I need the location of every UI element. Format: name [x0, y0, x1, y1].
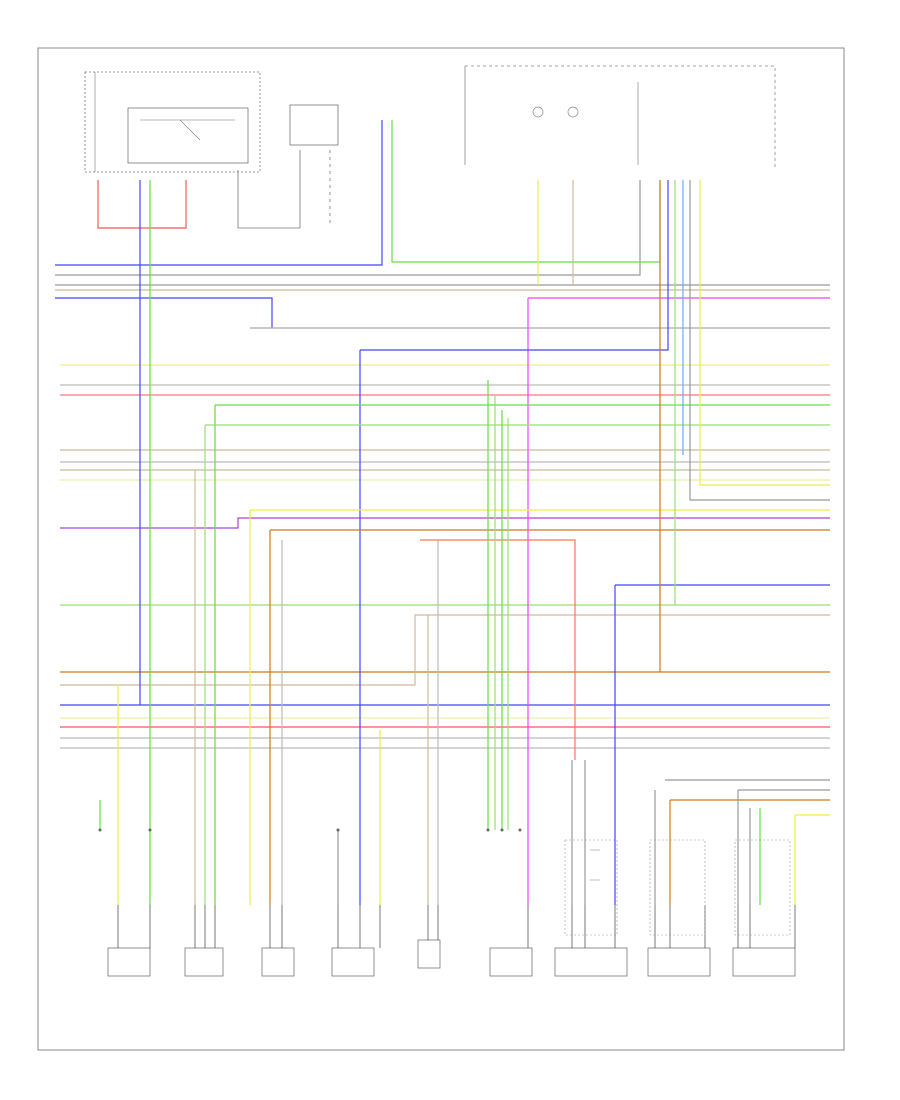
component-3: [261, 947, 295, 977]
component-1: [107, 947, 151, 977]
vertical-wires: [99, 120, 830, 905]
component-4: [331, 947, 375, 977]
component-6: [489, 947, 533, 977]
wire-red-loop: [97, 180, 187, 229]
component-9: [732, 947, 796, 977]
sensor-block-center: [237, 150, 331, 229]
component-2: [184, 947, 224, 977]
relay-block-left: [84, 71, 339, 173]
control-module-box: [464, 65, 776, 170]
component-5: [417, 939, 441, 969]
component-7: [554, 947, 628, 977]
horizontal-wires: [55, 120, 830, 749]
component-8: [647, 947, 711, 977]
diagram-frame: [37, 47, 845, 1051]
bottom-components: [107, 839, 796, 977]
connector-dots: [98, 828, 522, 832]
